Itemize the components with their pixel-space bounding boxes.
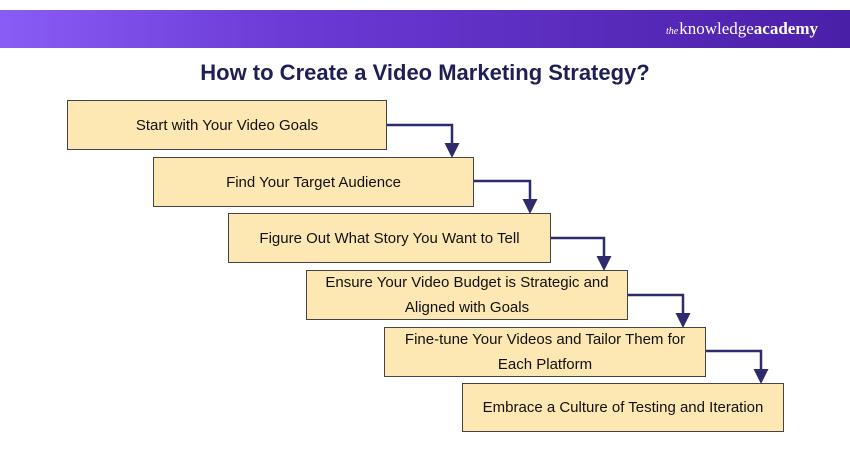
step-5-box: Fine-tune Your Videos and Tailor Them fo… <box>384 327 706 377</box>
arrow-4-to-5 <box>628 293 691 328</box>
arrow-3-to-4 <box>551 236 612 271</box>
page-title: How to Create a Video Marketing Strategy… <box>200 60 650 85</box>
arrow-5-to-6 <box>706 349 769 384</box>
step-2-box: Find Your Target Audience <box>153 157 474 207</box>
brand-logo: theknowledgeacademy <box>665 19 818 38</box>
step-4-box: Ensure Your Video Budget is Strategic an… <box>306 270 628 320</box>
step-1-box: Start with Your Video Goals <box>67 100 387 150</box>
header-bar: theknowledgeacademy <box>0 10 850 48</box>
step-6-box: Embrace a Culture of Testing and Iterati… <box>462 383 784 432</box>
arrow-2-to-3 <box>474 179 538 214</box>
arrow-1-to-2 <box>387 123 460 158</box>
step-3-box: Figure Out What Story You Want to Tell <box>228 213 551 263</box>
